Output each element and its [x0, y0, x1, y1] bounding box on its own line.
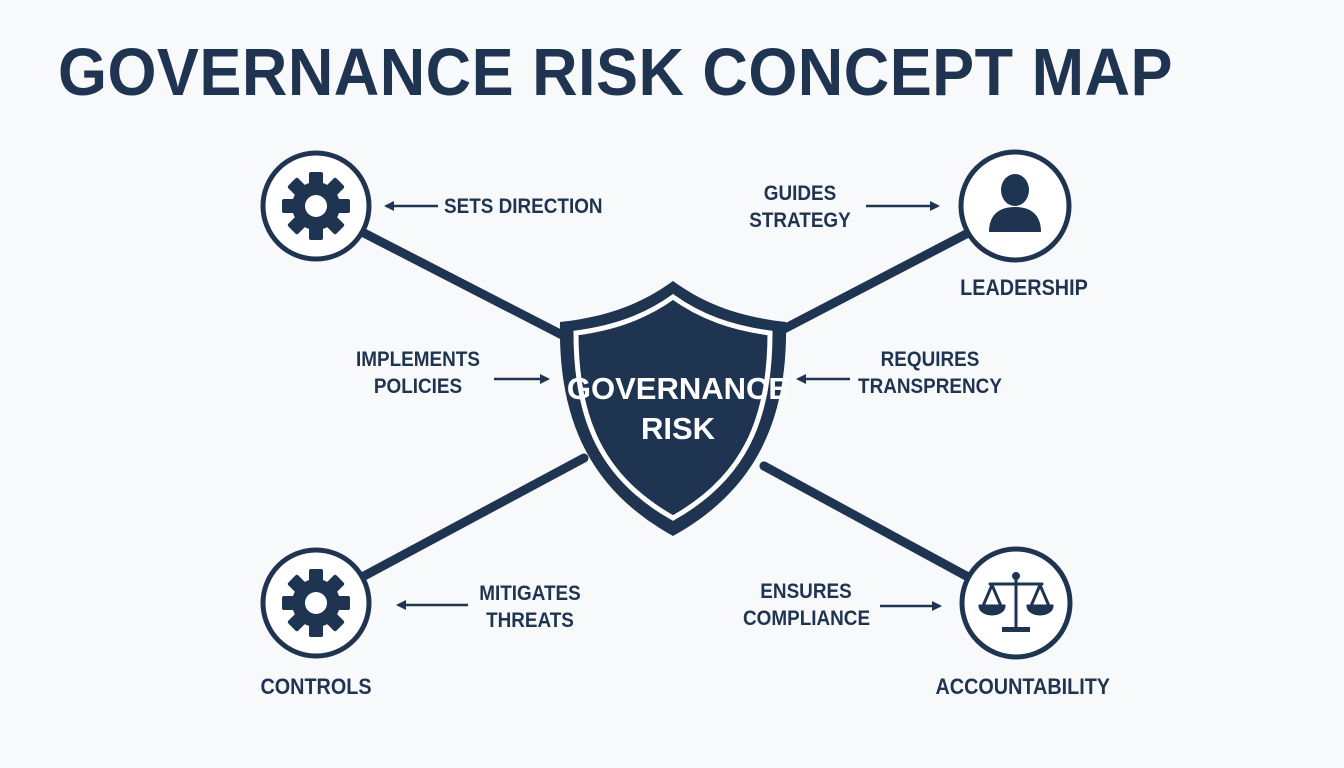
connector-top-left [357, 227, 573, 343]
label-mitigates-threats: MITIGATES THREATS [479, 582, 581, 632]
node-bottom-left [260, 547, 372, 659]
label-implements-policies: IMPLEMENTS POLICIES [356, 348, 480, 398]
center-title: GOVERNANCE RISK [560, 369, 796, 449]
gear-icon [282, 569, 350, 637]
node-top-right [958, 149, 1072, 263]
scales-icon [978, 572, 1054, 632]
node-top-left [260, 150, 372, 262]
label-sets-direction: SETS DIRECTION [444, 195, 603, 218]
label-requires-transparency: REQUIRES TRANSPRENCY [858, 348, 1002, 398]
connector-bottom-left [359, 453, 589, 581]
page-title: GOVERNANCE RISK CONCEPT MAP [58, 35, 1173, 110]
node-label-leadership: LEADERSHIP [960, 275, 1088, 300]
center-title-line1: GOVERNANCE [566, 371, 790, 406]
connector-top-right [777, 227, 975, 335]
governance-risk-shield [559, 281, 787, 536]
person-icon [989, 174, 1041, 232]
gear-icon [282, 172, 350, 240]
center-title-line2: RISK [640, 411, 716, 446]
node-label-controls: CONTROLS [260, 674, 372, 699]
node-label-accountability: ACCOUNTABILITY [935, 674, 1111, 699]
node-bottom-right [959, 546, 1073, 660]
connector-bottom-right [759, 461, 975, 583]
label-guides-strategy: GUIDES STRATEGY [749, 182, 851, 232]
label-ensures-compliance: ENSURES COMPLIANCE [743, 580, 871, 630]
